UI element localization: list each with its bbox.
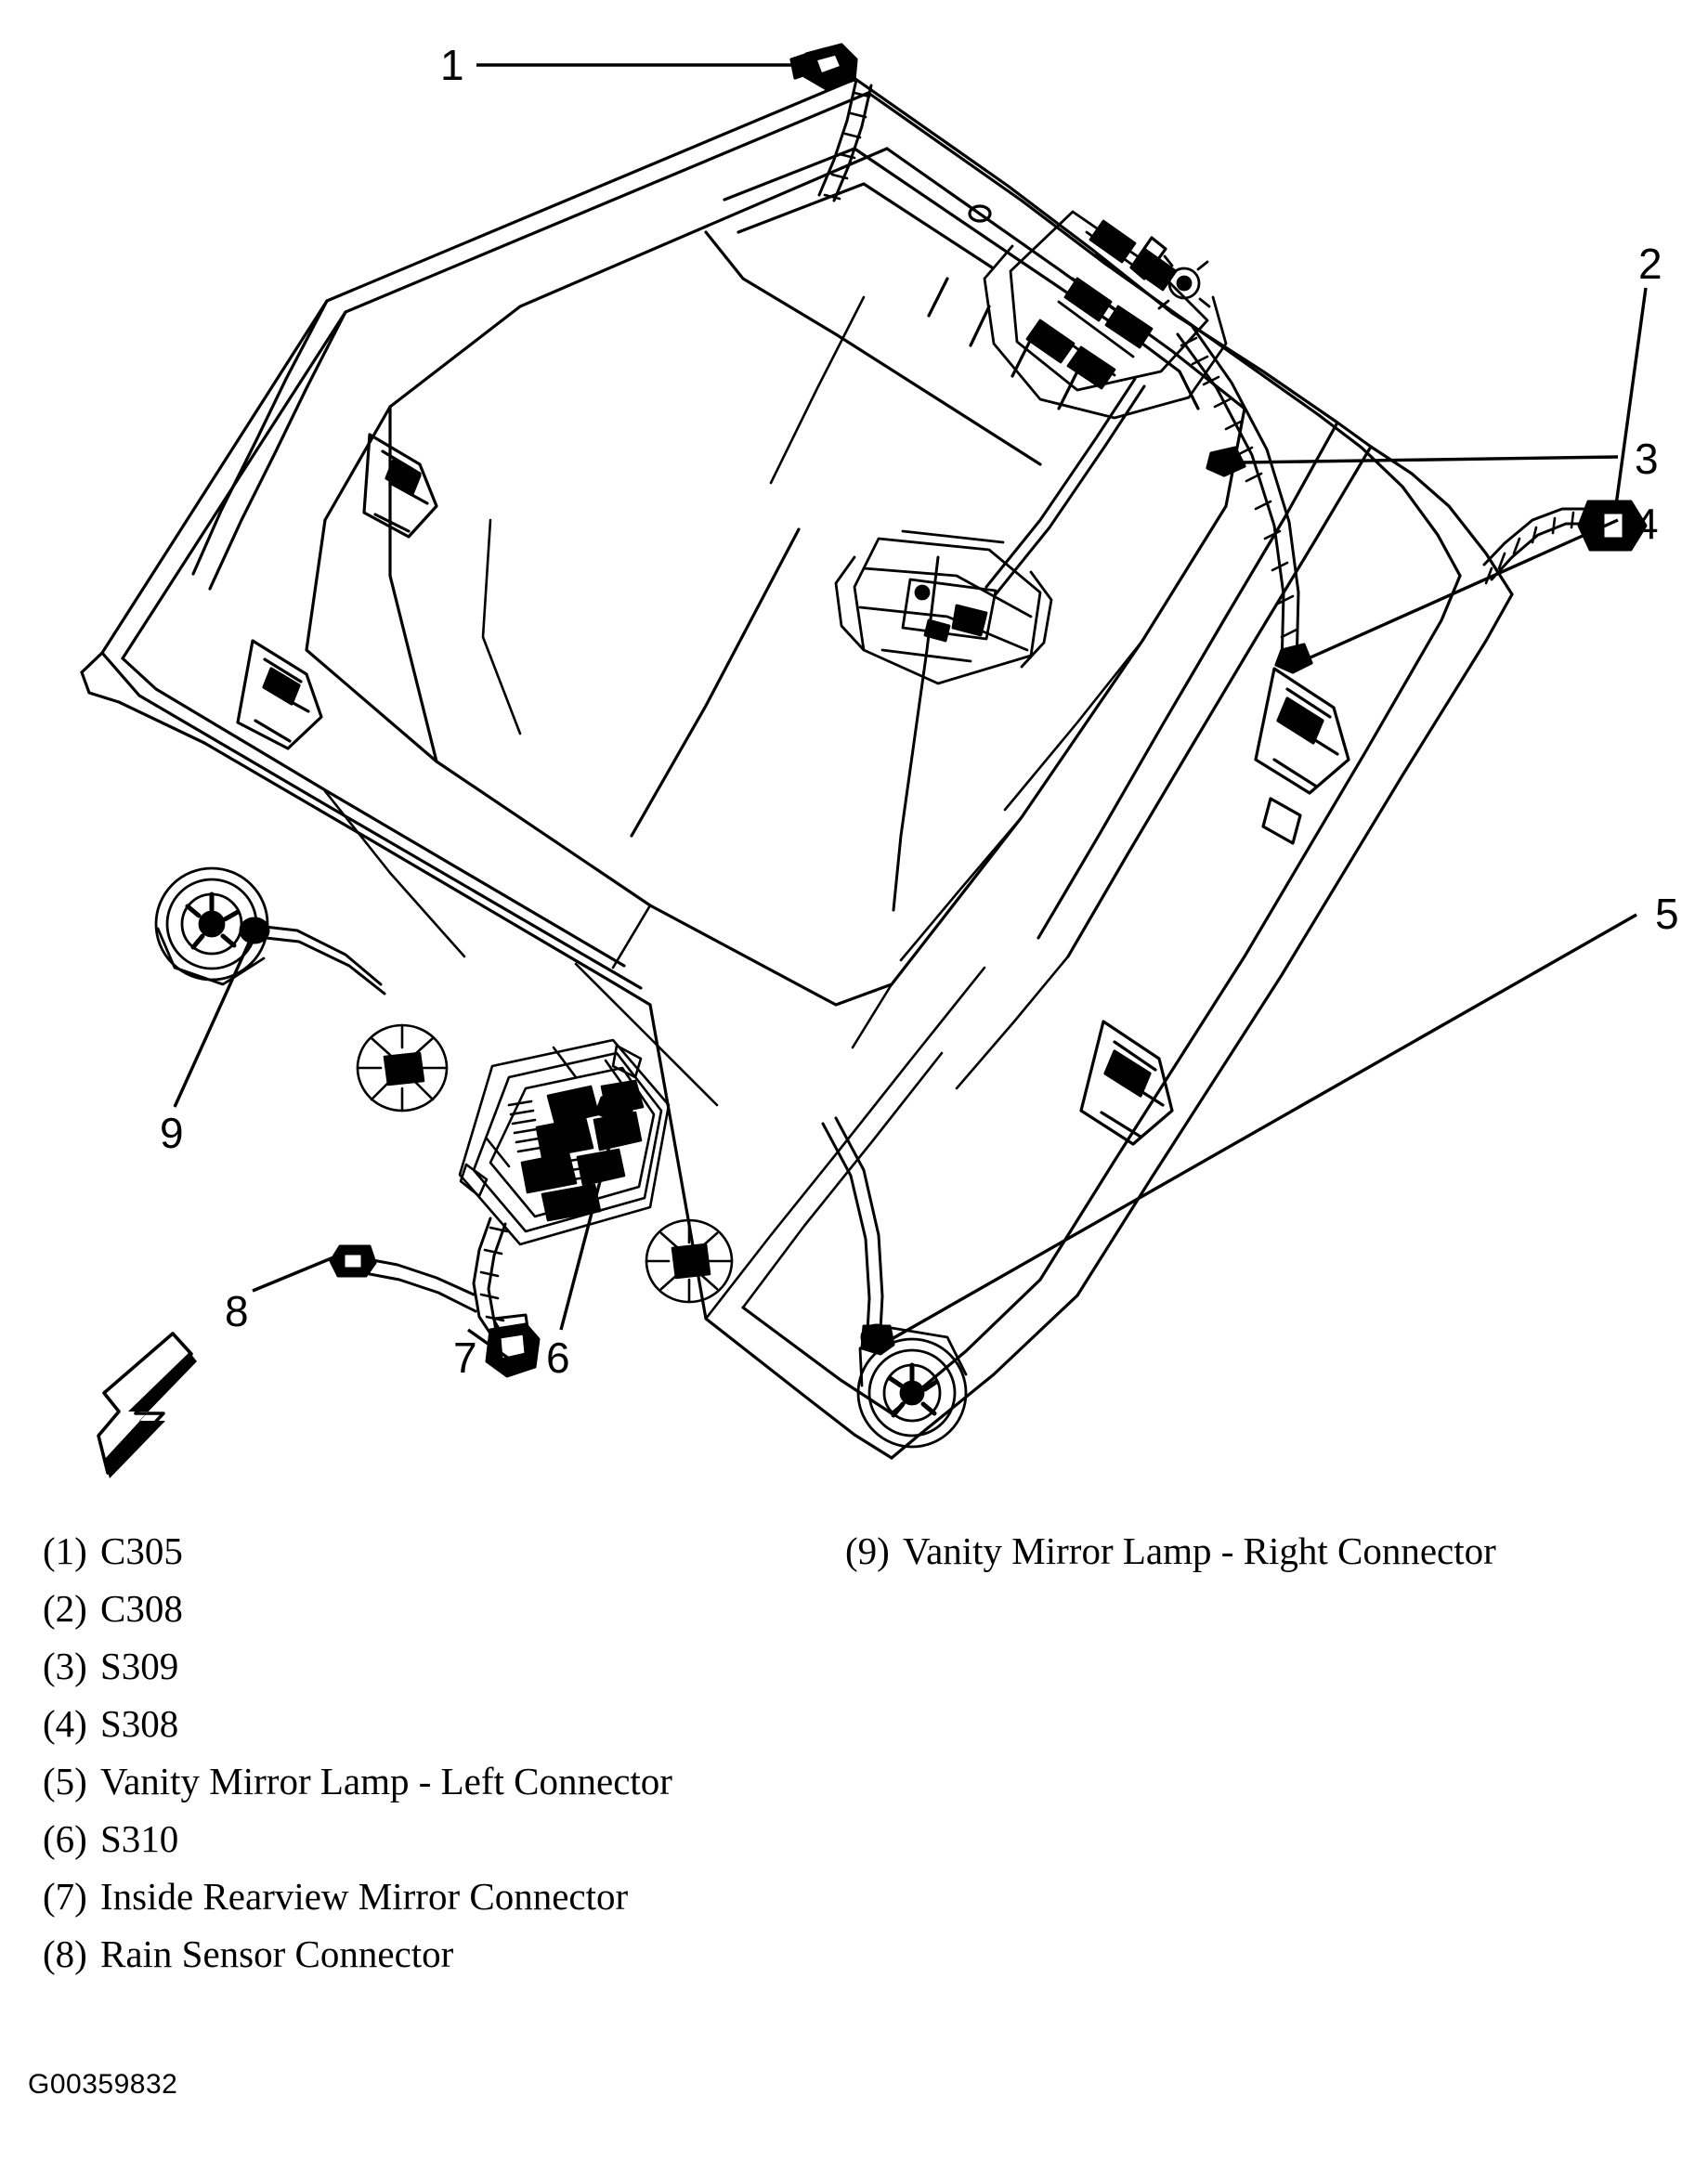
legend-label: S310 xyxy=(100,1817,179,1860)
legend: (1) C305 (2) C308 (3) S309 (4) S308 (5) … xyxy=(0,1532,1708,2089)
legend-item-9: (9) Vanity Mirror Lamp - Right Connector xyxy=(845,1532,1700,1590)
legend-item-2: (2) C308 xyxy=(43,1590,879,1647)
legend-label: S309 xyxy=(100,1645,179,1687)
overhead-console-module xyxy=(983,210,1228,420)
legend-label: Vanity Mirror Lamp - Right Connector xyxy=(903,1529,1496,1572)
headliner-illustration: 1 2 3 4 5 6 7 8 9 xyxy=(80,41,1679,1478)
callout-1: 1 xyxy=(440,41,464,89)
legend-label: Rain Sensor Connector xyxy=(100,1932,454,1975)
left-rail-trim xyxy=(191,299,438,750)
wiring-harness-right-branch xyxy=(1482,500,1648,585)
forward-direction-arrow xyxy=(97,1332,197,1478)
legend-item-7: (7) Inside Rearview Mirror Connector xyxy=(43,1878,879,1935)
wiring-harness-main xyxy=(817,78,1300,912)
wiring-harness-vanity-left xyxy=(821,1116,895,1356)
legend-number: (3) xyxy=(43,1645,87,1687)
callout-labels: 1 2 3 4 5 6 7 8 9 xyxy=(160,41,1679,1382)
legend-column-left: (1) C305 (2) C308 (3) S309 (4) S308 (5) … xyxy=(43,1532,879,1993)
dome-lamp-assembly xyxy=(834,529,1053,685)
legend-number: (9) xyxy=(845,1529,890,1572)
callout-7: 7 xyxy=(453,1334,477,1382)
leader-4 xyxy=(1301,518,1619,663)
leader-9 xyxy=(173,930,256,1108)
legend-number: (4) xyxy=(43,1702,87,1745)
speaker-right-rear xyxy=(856,1326,968,1449)
legend-column-right: (9) Vanity Mirror Lamp - Right Connector xyxy=(845,1532,1700,1590)
rear-console-module xyxy=(458,1038,671,1246)
wiring-harness-left-branch xyxy=(239,917,386,995)
legend-label: C305 xyxy=(100,1529,183,1572)
legend-item-1: (1) C305 xyxy=(43,1532,879,1590)
callout-8: 8 xyxy=(225,1287,249,1335)
legend-label: C308 xyxy=(100,1587,183,1630)
callout-leaders xyxy=(173,63,1648,1367)
fastener-rosette-b xyxy=(645,1218,734,1304)
leader-3 xyxy=(1242,455,1619,464)
legend-label: Inside Rearview Mirror Connector xyxy=(100,1875,629,1918)
leader-7 xyxy=(467,1328,519,1367)
legend-item-4: (4) S308 xyxy=(43,1705,879,1763)
splice-node-s310 xyxy=(594,1090,633,1122)
splice-nodes xyxy=(1206,446,1313,674)
wiring-harness-rear-branch xyxy=(329,1217,541,1378)
legend-number: (5) xyxy=(43,1760,87,1802)
legend-number: (6) xyxy=(43,1817,87,1860)
legend-number: (1) xyxy=(43,1529,87,1572)
callout-9: 9 xyxy=(160,1109,184,1157)
front-header-panel xyxy=(704,147,1200,466)
legend-number: (8) xyxy=(43,1932,87,1975)
callout-4: 4 xyxy=(1635,500,1659,548)
legend-number: (2) xyxy=(43,1587,87,1630)
legend-item-8: (8) Rain Sensor Connector xyxy=(43,1935,879,1993)
panel-seams xyxy=(323,295,1144,1321)
leader-6 xyxy=(559,1110,620,1331)
right-rail-trim xyxy=(1037,421,1373,1146)
leader-2 xyxy=(1614,287,1648,506)
leader-5 xyxy=(891,913,1637,1341)
callout-3: 3 xyxy=(1635,435,1659,483)
legend-number: (7) xyxy=(43,1875,87,1918)
leader-8 xyxy=(252,1254,339,1293)
headliner-diagram: 1 2 3 4 5 6 7 8 9 xyxy=(80,41,1679,1478)
drawing-id: G00359832 xyxy=(28,2069,178,2100)
callout-2: 2 xyxy=(1638,240,1662,288)
legend-label: S308 xyxy=(100,1702,179,1745)
callout-6: 6 xyxy=(546,1334,570,1382)
legend-item-5: (5) Vanity Mirror Lamp - Left Connector xyxy=(43,1763,879,1820)
headliner-outer-panel xyxy=(80,77,1514,1460)
connector-c305 xyxy=(789,43,858,91)
legend-label: Vanity Mirror Lamp - Left Connector xyxy=(100,1760,672,1802)
callout-5: 5 xyxy=(1655,890,1679,938)
legend-item-6: (6) S310 xyxy=(43,1820,879,1878)
legend-item-3: (3) S309 xyxy=(43,1647,879,1705)
fastener-rosette-a xyxy=(356,1023,449,1113)
